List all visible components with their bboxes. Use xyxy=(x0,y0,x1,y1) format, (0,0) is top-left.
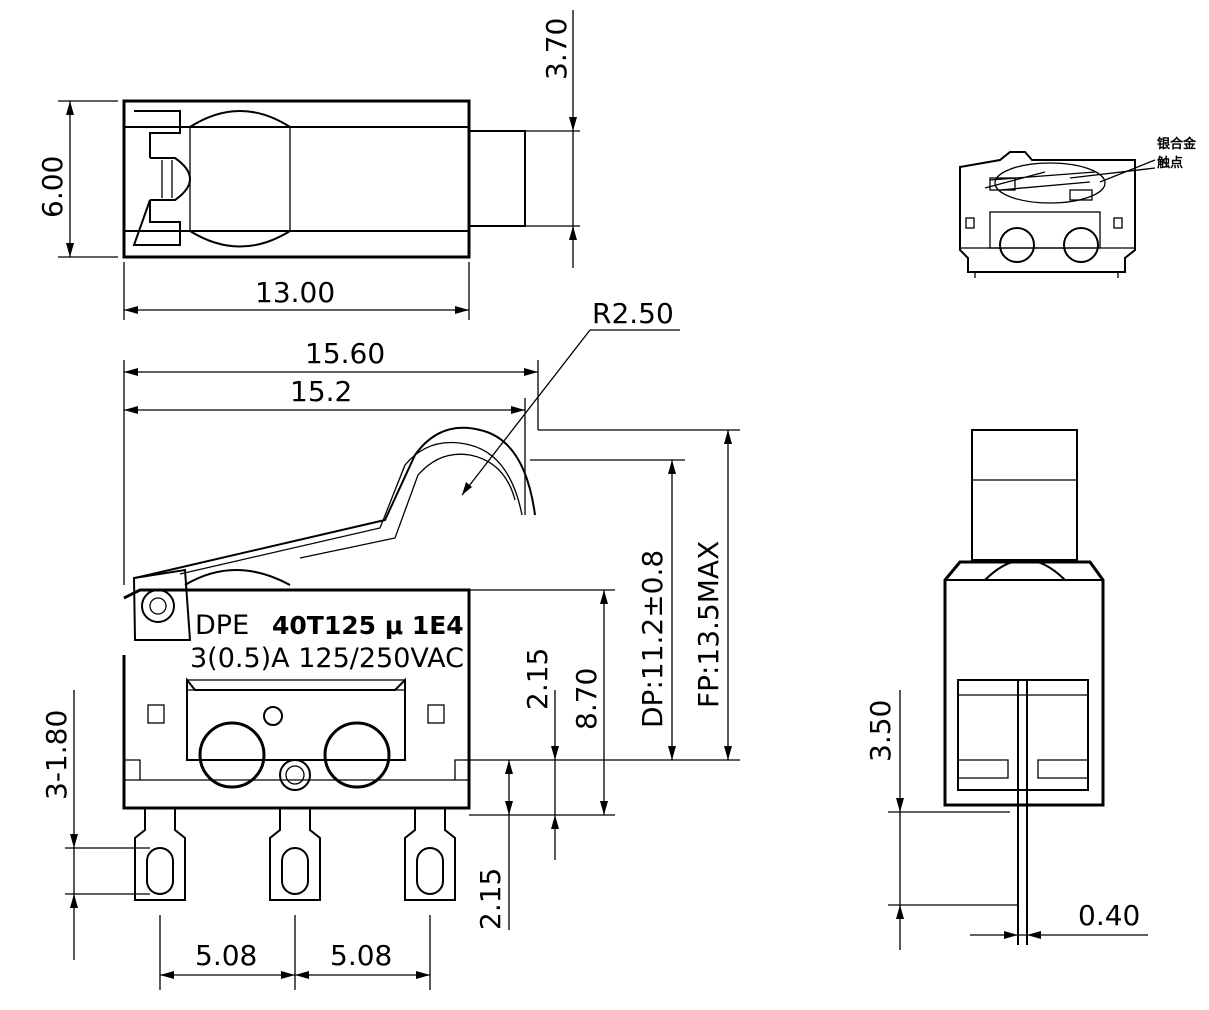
dim-width-label: 13.00 xyxy=(255,276,335,309)
dim-215-lower-label: 2.15 xyxy=(474,868,507,930)
contact-view: 银合金 触点 xyxy=(959,136,1197,278)
dim-lever-label: 3.70 xyxy=(540,18,573,80)
dim-350-label: 3.50 xyxy=(864,700,897,762)
dim-height-label: 6.00 xyxy=(36,156,69,218)
dim-pitch-right-label: 5.08 xyxy=(330,939,392,972)
side-view: DPE 40T125 μ 1E4 3(0.5)A 125/250VAC 15.6… xyxy=(40,297,740,990)
dim-body-height-label: 8.70 xyxy=(570,668,603,730)
note-alloy-label: 银合金 xyxy=(1157,136,1197,152)
dim-fp-label: FP:13.5MAX xyxy=(692,541,725,708)
end-view: 3.50 0.40 xyxy=(864,429,1148,950)
dim-dp-label: DP:11.2±0.8 xyxy=(636,550,669,728)
top-view: 13.00 6.00 3.70 xyxy=(36,10,580,320)
dim-040-label: 0.40 xyxy=(1078,899,1140,932)
dim-lever-length-label: 15.2 xyxy=(290,375,352,408)
terminal-right xyxy=(404,808,456,901)
note-contact-label: 触点 xyxy=(1156,155,1183,171)
terminal-left xyxy=(134,808,186,901)
dim-overall-label: 15.60 xyxy=(305,337,385,370)
marking-prefix: DPE xyxy=(195,610,249,641)
dim-215-upper-label: 2.15 xyxy=(521,648,554,710)
dim-pitch-left-label: 5.08 xyxy=(195,939,257,972)
marking-rating: 3(0.5)A 125/250VAC xyxy=(190,643,464,674)
dim-holes-label: 3-1.80 xyxy=(40,710,73,800)
terminal-middle xyxy=(269,808,321,901)
marking-model: 40T125 μ 1E4 xyxy=(272,611,464,640)
dim-radius-label: R2.50 xyxy=(592,297,674,330)
